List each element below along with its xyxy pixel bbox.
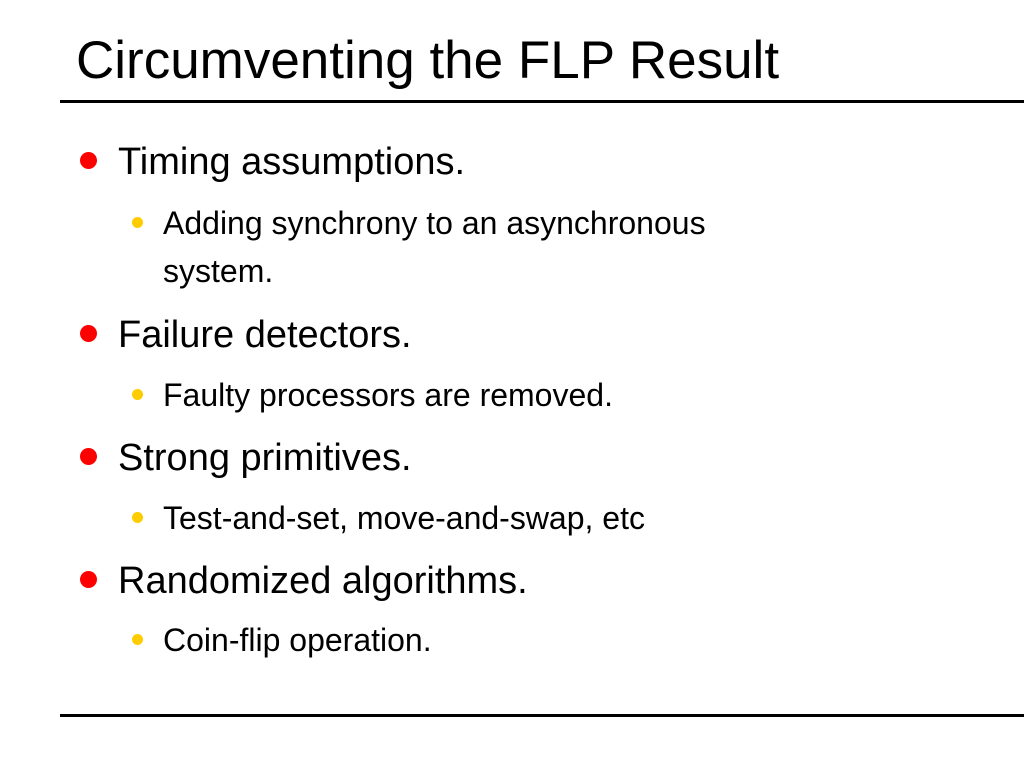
sub-bullet-text: Coin-flip operation. [163, 622, 432, 658]
yellow-bullet-icon [132, 389, 143, 401]
bullet-item-timing: Timing assumptions. [80, 140, 465, 184]
title-divider [60, 100, 1024, 103]
red-bullet-icon [80, 448, 97, 466]
sub-bullet-text: Faulty processors are removed. [163, 377, 613, 413]
red-bullet-icon [80, 571, 97, 589]
sub-bullet-item-coin-flip: Coin-flip operation. [132, 616, 432, 664]
bullet-item-strong-primitives: Strong primitives. [80, 436, 412, 480]
sub-bullet-item-test-and-set: Test-and-set, move-and-swap, etc [132, 494, 645, 542]
yellow-bullet-icon [132, 512, 143, 524]
red-bullet-icon [80, 152, 97, 170]
bullet-text: Strong primitives. [118, 437, 412, 479]
sub-bullet-text: Adding synchrony to an asynchronous [163, 205, 706, 241]
bullet-item-randomized-algorithms: Randomized algorithms. [80, 559, 528, 603]
red-bullet-icon [80, 325, 97, 343]
bullet-text: Randomized algorithms. [118, 560, 528, 602]
yellow-bullet-icon [132, 217, 143, 229]
footer-divider [60, 714, 1024, 717]
slide-title: Circumventing the FLP Result [76, 31, 780, 90]
bullet-text: Timing assumptions. [118, 141, 466, 183]
sub-bullet-text: Test-and-set, move-and-swap, etc [163, 500, 645, 536]
sub-bullet-text-continued: system. [163, 253, 274, 289]
bullet-item-failure-detectors: Failure detectors. [80, 313, 412, 357]
yellow-bullet-icon [132, 634, 143, 646]
bullet-text: Failure detectors. [118, 314, 412, 356]
sub-bullet-item-synchrony: Adding synchrony to an asynchronous syste… [132, 199, 706, 295]
sub-bullet-item-faulty-processors: Faulty processors are removed. [132, 371, 613, 419]
